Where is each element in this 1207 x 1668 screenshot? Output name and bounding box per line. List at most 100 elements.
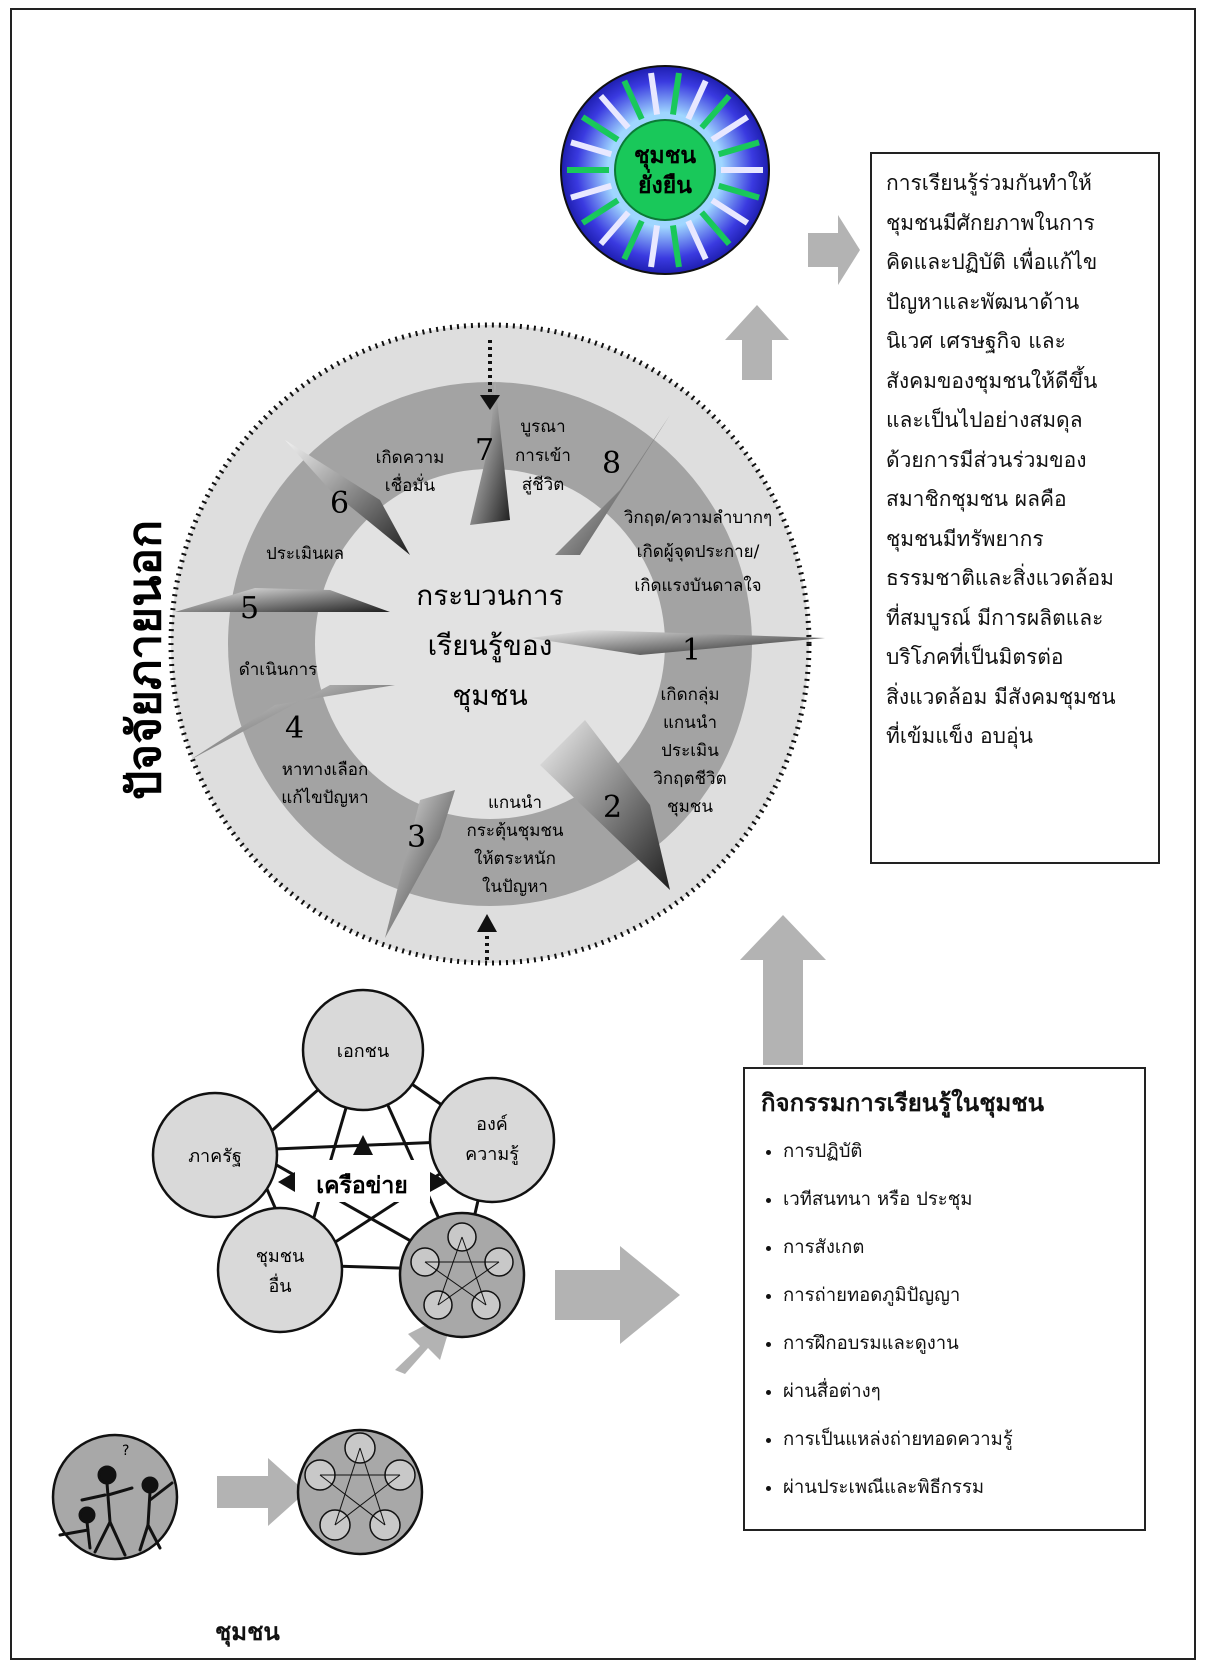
person-figure (621, 219, 645, 261)
step2-line1: แกนนำ (488, 793, 542, 813)
person-figure (621, 79, 645, 121)
community-label: ชุมชน (215, 1617, 280, 1646)
process-petal-1 (530, 630, 825, 655)
list-item: การสังเกต (783, 1224, 1128, 1272)
node-other-line2: อื่น (268, 1273, 291, 1297)
person-figure (598, 210, 631, 247)
step-descriptions: เกิดกลุ่ม แกนนำ ประเมิน วิกฤตชีวิต ชุมชน… (239, 417, 772, 897)
person-figure (580, 114, 620, 143)
person-figure (699, 93, 732, 130)
network-label: เครือข่าย (316, 1172, 408, 1199)
list-item: การเป็นแหล่งถ่ายทอดความรู้ (783, 1416, 1128, 1464)
step-number-6: 6 (330, 486, 349, 521)
center-title-line3: ชุมชน (452, 679, 528, 713)
step-numbers: 1 2 3 4 5 6 7 8 (240, 433, 701, 855)
list-item: การฝึกอบรมและดูงาน (783, 1320, 1128, 1368)
step-number-4: 4 (285, 711, 304, 746)
step1-line3: ประเมิน (661, 741, 719, 761)
process-petal-7 (470, 380, 510, 525)
step-number-3: 3 (407, 820, 426, 855)
step1-line4: วิกฤตชีวิต (653, 769, 727, 789)
activities-box: กิจกรรมการเรียนรู้ในชุมชน การปฏิบัติ เวท… (743, 1067, 1146, 1531)
learning-process-cycle: กระบวนการ เรียนรู้ของ ชุมชน 1 2 3 4 5 6 … (168, 322, 825, 966)
step8-line2: การเข้า (515, 446, 571, 466)
arrow-right-to-result (808, 215, 860, 285)
arrow-up-to-globe (725, 305, 789, 380)
step7-line2: เชื่อมั่น (385, 473, 436, 496)
external-factor-label: ปัจจัยภายนอก (117, 520, 171, 800)
network-arrow-right (430, 1172, 448, 1192)
node-other-community (216, 1206, 344, 1334)
process-petal-2 (540, 720, 670, 890)
activities-title: กิจกรรมการเรียนรู้ในชุมชน (761, 1088, 1045, 1117)
page-frame (10, 8, 1196, 1660)
person-figure (699, 210, 732, 247)
person-figure (710, 114, 750, 143)
community-network-icon-large (398, 1211, 526, 1339)
result-box: การเรียนรู้ร่วมกันทำให้ ชุมชนมีศักยภาพใน… (870, 152, 1160, 864)
step-number-8: 8 (602, 446, 621, 481)
list-item: การปฏิบัติ (783, 1128, 1128, 1176)
list-item: ผ่านประเพณีและพิธีกรรม (783, 1464, 1128, 1512)
step1-line5: ชุมชน (667, 797, 713, 817)
flow-arrows (217, 215, 860, 1526)
person-figure (648, 225, 660, 268)
process-petal-5 (175, 588, 390, 612)
step2-line4: ในปัญหา (482, 876, 548, 897)
step2-line2: กระตุ้นชุมชน (466, 821, 563, 841)
node-other-line1: ชุมชน (256, 1246, 305, 1267)
step1-line1: เกิดกลุ่ม (660, 685, 719, 705)
top-arrow-head (480, 395, 500, 410)
process-petal-3 (385, 790, 455, 938)
step-number-5: 5 (240, 591, 259, 626)
person-figure (670, 72, 682, 115)
center-title-line1: กระบวนการ (416, 579, 563, 612)
question-mark-icon: ? (122, 1443, 129, 1459)
step-number-7: 7 (475, 433, 494, 468)
node-knowledge-line2: ความรู้ (465, 1144, 519, 1165)
person-figure (717, 182, 760, 201)
step8-line1: บูรณา (520, 417, 565, 437)
step8-crisis-line1: วิกฤต/ความลำบากๆ (623, 508, 772, 528)
step2-line3: ให้ตระหนัก (474, 848, 556, 869)
step8-crisis-line2: เกิดผู้จุดประกาย/ (637, 542, 760, 562)
sustainable-community-globe: ชุมชน ยั่งยืน (560, 65, 770, 275)
person-figure (685, 219, 709, 261)
center-title-line2: เรียนรู้ของ (428, 629, 553, 663)
process-petal-6 (285, 440, 410, 555)
list-item: การถ่ายทอดภูมิปัญญา (783, 1272, 1128, 1320)
person-figure (710, 197, 750, 226)
arrow-right-to-activities (555, 1246, 680, 1344)
community-people-icon: ? (51, 1433, 179, 1561)
step6-line1: ประเมินผล (266, 544, 344, 564)
list-item: ผ่านสื่อต่างๆ (783, 1368, 1128, 1416)
people-figures (567, 72, 763, 268)
network-diagram: เครือข่าย เอกชน ภาครัฐ องค์ ความรู้ ชุมช… (151, 988, 556, 1339)
list-item: เวทีสนทนา หรือ ประชุม (783, 1176, 1128, 1224)
person-figure (685, 79, 709, 121)
node-state-label: ภาครัฐ (188, 1146, 242, 1167)
node-private (301, 988, 425, 1112)
person-figure (670, 225, 682, 268)
person-figure (570, 182, 613, 201)
step8-line3: สู่ชีวิต (522, 475, 565, 495)
step5-line1: ดำเนินการ (239, 660, 318, 680)
step4-line1: หาทางเลือก (282, 760, 369, 780)
activities-list: การปฏิบัติ เวทีสนทนา หรือ ประชุม การสังเ… (761, 1128, 1128, 1512)
arrow-right-community (217, 1458, 306, 1526)
step8-crisis-line3: เกิดแรงบันดาลใจ (634, 575, 761, 596)
person-figure (598, 93, 631, 130)
person-figure (717, 139, 760, 158)
node-state (151, 1091, 279, 1219)
globe-label-line1: ชุมชน (634, 142, 696, 170)
node-knowledge-line1: องค์ (476, 1114, 508, 1135)
result-text: การเรียนรู้ร่วมกันทำให้ ชุมชนมีศักยภาพใน… (886, 171, 1116, 748)
community-network-icon-small (296, 1428, 424, 1556)
step1-line2: แกนนำ (663, 713, 717, 733)
globe-label-line2: ยั่งยืน (638, 168, 692, 199)
node-knowledge (428, 1076, 556, 1204)
step4-line2: แก้ไขปัญหา (281, 787, 368, 808)
network-arrow-left (278, 1172, 295, 1192)
person-figure (570, 139, 613, 158)
